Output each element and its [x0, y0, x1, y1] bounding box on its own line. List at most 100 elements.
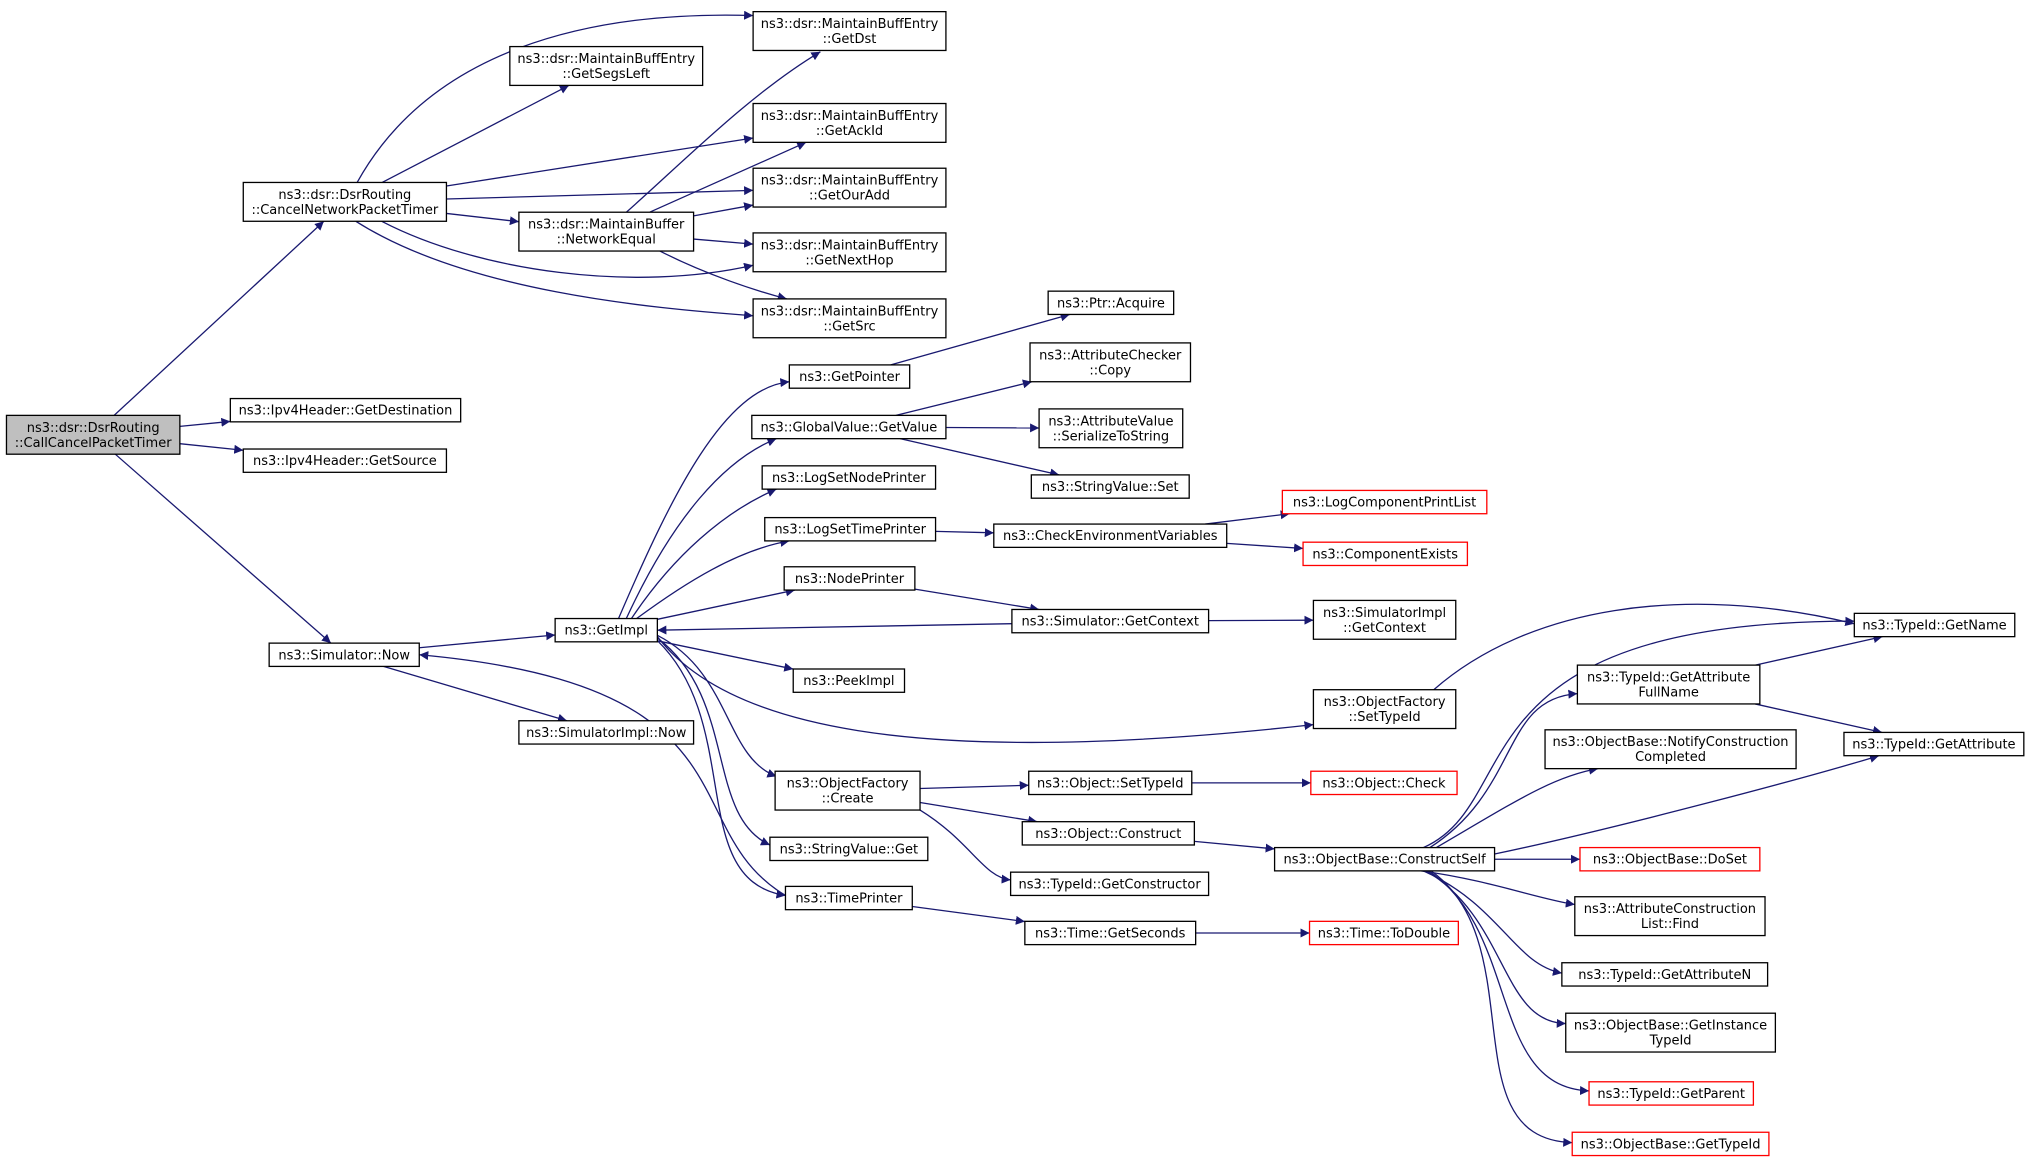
edge-nodePrinter-to-simGetContext	[914, 588, 1040, 613]
node-netEqual[interactable]: ns3::dsr::MaintainBuffer::NetworkEqual	[518, 211, 695, 252]
node-obNotify[interactable]: ns3::ObjectBase::NotifyConstructionCompl…	[1544, 729, 1797, 770]
node-getConstructor[interactable]: ns3::TypeId::GetConstructor	[1009, 871, 1210, 897]
node-obDoSet[interactable]: ns3::ObjectBase::DoSet	[1579, 846, 1761, 872]
node-ptrAcquire[interactable]: ns3::Ptr::Acquire	[1047, 290, 1175, 316]
node-logSetNode[interactable]: ns3::LogSetNodePrinter	[761, 465, 937, 490]
node-label: ns3::ObjectFactory	[1324, 695, 1446, 710]
node-timePrinter[interactable]: ns3::TimePrinter	[784, 885, 913, 911]
node-nodePrinter[interactable]: ns3::NodePrinter	[783, 566, 916, 591]
node-label: ns3::Simulator::GetContext	[1022, 615, 1199, 630]
node-label: ns3::dsr::DsrRouting	[27, 421, 160, 436]
node-box	[788, 364, 911, 389]
node-box	[783, 566, 916, 591]
node-label: ns3::LogSetNodePrinter	[772, 471, 926, 486]
node-label: ::CancelNetworkPacketTimer	[251, 203, 438, 218]
edge-obConstructSelf-to-tidGetAttrN	[1423, 870, 1562, 976]
node-label: ns3::NodePrinter	[795, 572, 905, 587]
node-cancelNet[interactable]: ns3::dsr::DsrRouting::CancelNetworkPacke…	[242, 181, 448, 222]
node-gvGetValue[interactable]: ns3::GlobalValue::GetValue	[751, 414, 947, 440]
edge-netEqual-to-getNextHop	[693, 238, 754, 248]
node-logCompPrint[interactable]: ns3::LogComponentPrintList	[1281, 489, 1488, 515]
node-label: ::NetworkEqual	[557, 233, 656, 248]
node-getSrc[interactable]: ns3::dsr::MaintainBuffEntry::GetSrc	[752, 298, 947, 339]
node-peekImpl[interactable]: ns3::PeekImpl	[792, 668, 906, 693]
node-simNow[interactable]: ns3::Simulator::Now	[268, 642, 420, 668]
edge-getImpl-to-ofCreate	[657, 634, 777, 778]
node-tidGetParent[interactable]: ns3::TypeId::GetParent	[1588, 1081, 1755, 1106]
node-getNextHop[interactable]: ns3::dsr::MaintainBuffEntry::GetNextHop	[752, 232, 947, 273]
node-box	[242, 181, 448, 222]
node-box	[1029, 342, 1192, 383]
node-box	[1576, 664, 1761, 705]
node-getPointer[interactable]: ns3::GetPointer	[788, 364, 911, 389]
edge-getImpl-to-ofSetTypeId	[656, 636, 1314, 744]
node-checkEnv[interactable]: ns3::CheckEnvironmentVariables	[993, 523, 1228, 549]
node-label: List::Find	[1641, 917, 1699, 932]
node-label: ns3::Ipv4Header::GetDestination	[239, 404, 453, 419]
node-getSource[interactable]: ns3::Ipv4Header::GetSource	[242, 448, 448, 473]
edge-logSetTime-to-checkEnv	[935, 528, 994, 538]
node-tidGetAttrN[interactable]: ns3::TypeId::GetAttributeN	[1561, 962, 1769, 987]
node-label: ns3::ObjectBase::NotifyConstruction	[1553, 735, 1789, 750]
edge-cancelNet-to-netEqual	[446, 212, 519, 226]
node-label: ::GetOurAdd	[809, 189, 890, 204]
edge-tidGetAttrFull-to-tidGetAttr	[1754, 703, 1883, 735]
edge-netEqual-to-getDst	[625, 51, 821, 213]
node-label: ns3::LogComponentPrintList	[1293, 496, 1476, 511]
node-getImpl[interactable]: ns3::GetImpl	[554, 617, 659, 643]
node-simImplNow[interactable]: ns3::SimulatorImpl::Now	[518, 720, 695, 745]
node-timeToDouble[interactable]: ns3::Time::ToDouble	[1308, 920, 1459, 946]
node-ofCreate[interactable]: ns3::ObjectFactory::Create	[774, 770, 921, 811]
node-objConstruct[interactable]: ns3::Object::Construct	[1021, 821, 1196, 846]
node-label: ns3::GetImpl	[564, 624, 648, 639]
node-getAckId[interactable]: ns3::dsr::MaintainBuffEntry::GetAckId	[752, 102, 947, 143]
node-label: ns3::CheckEnvironmentVariables	[1003, 529, 1218, 544]
edge-ofCreate-to-getConstructor	[919, 809, 1011, 884]
node-compExists[interactable]: ns3::ComponentExists	[1302, 541, 1469, 567]
node-box	[229, 397, 462, 423]
node-logSetTime[interactable]: ns3::LogSetTimePrinter	[764, 516, 937, 542]
node-avSerialize[interactable]: ns3::AttributeValue::SerializeToString	[1038, 408, 1184, 449]
node-objCheck[interactable]: ns3::Object::Check	[1310, 770, 1458, 796]
node-svSet[interactable]: ns3::StringValue::Set	[1030, 474, 1190, 499]
node-svGet[interactable]: ns3::StringValue::Get	[769, 836, 929, 862]
node-simGetContext[interactable]: ns3::Simulator::GetContext	[1011, 608, 1210, 634]
node-getDst[interactable]: ns3::dsr::MaintainBuffEntry::GetDst	[752, 10, 947, 52]
node-box	[509, 45, 704, 87]
node-getSegsLeft[interactable]: ns3::dsr::MaintainBuffEntry::GetSegsLeft	[509, 45, 704, 87]
node-box	[1571, 1131, 1770, 1157]
node-label: ns3::dsr::MaintainBuffEntry	[761, 17, 939, 32]
node-label: ::SerializeToString	[1053, 429, 1169, 444]
node-obGetTypeId[interactable]: ns3::ObjectBase::GetTypeId	[1571, 1131, 1770, 1157]
node-label: Completed	[1635, 750, 1706, 765]
edge-cancelNet-to-getOurAdd	[446, 186, 754, 200]
node-box	[752, 232, 947, 273]
node-label: ns3::ComponentExists	[1312, 547, 1458, 562]
node-ofSetTypeId[interactable]: ns3::ObjectFactory::SetTypeId	[1312, 689, 1457, 730]
node-box	[1021, 821, 1196, 846]
edge-cancelNet-to-getSrc	[355, 220, 754, 320]
edge-obConstructSelf-to-obNotify	[1436, 765, 1599, 849]
edge-getImpl-to-timePrinter	[656, 640, 786, 899]
node-box	[1308, 920, 1459, 946]
edge-gvGetValue-to-acCopy	[895, 379, 1032, 417]
node-tidGetAttr[interactable]: ns3::TypeId::GetAttribute	[1843, 731, 2025, 757]
node-simImplGetContext[interactable]: ns3::SimulatorImpl::GetContext	[1312, 599, 1457, 640]
node-box	[1030, 474, 1190, 499]
node-box	[1273, 846, 1496, 872]
node-obConstructSelf[interactable]: ns3::ObjectBase::ConstructSelf	[1273, 846, 1496, 872]
node-root[interactable]: ns3::dsr::DsrRouting::CallCancelPacketTi…	[5, 414, 181, 455]
node-objSetTypeId[interactable]: ns3::Object::SetTypeId	[1028, 770, 1193, 796]
node-acCopy[interactable]: ns3::AttributeChecker::Copy	[1029, 342, 1192, 383]
node-box	[1561, 962, 1769, 987]
node-label: ns3::ObjectBase::GetTypeId	[1581, 1137, 1761, 1152]
node-tidGetName[interactable]: ns3::TypeId::GetName	[1853, 612, 2016, 638]
node-getOurAdd[interactable]: ns3::dsr::MaintainBuffEntry::GetOurAdd	[752, 167, 947, 208]
node-label: ns3::dsr::MaintainBuffEntry	[761, 238, 939, 253]
node-box	[751, 414, 947, 440]
node-getDest[interactable]: ns3::Ipv4Header::GetDestination	[229, 397, 462, 423]
node-timeGetSeconds[interactable]: ns3::Time::GetSeconds	[1024, 920, 1197, 946]
